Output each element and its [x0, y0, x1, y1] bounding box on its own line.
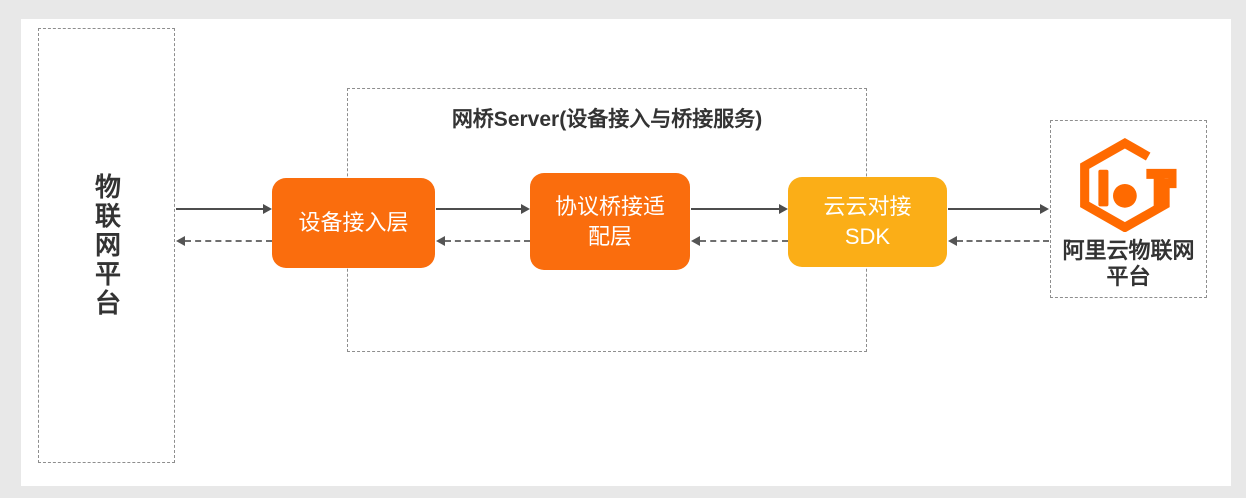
arrow-dashed-sdk-to-adapter-head	[691, 236, 700, 246]
arrow-solid-adapter-to-sdk-head	[779, 204, 788, 214]
arrow-dashed-adapter-to-access-line	[445, 240, 530, 242]
arrow-solid-sdk-to-aliyun-head	[1040, 204, 1049, 214]
device-access-layer-node: 设备接入层	[272, 178, 435, 268]
arrow-dashed-adapter-to-access-head	[436, 236, 445, 246]
arrow-solid-access-to-adapter-head	[521, 204, 530, 214]
arrow-solid-sdk-to-aliyun-line	[948, 208, 1040, 210]
arrow-solid-platform-to-access-line	[176, 208, 263, 210]
arrow-dashed-access-to-platform-line	[185, 240, 272, 242]
iot-platform-label: 物联网平台	[91, 173, 122, 318]
logo-hexagon-outline	[1079, 138, 1170, 232]
iot-platform-box: 物联网平台	[38, 28, 175, 463]
logo-letter-i	[1097, 169, 1108, 207]
aliyun-iot-logo-icon	[1079, 138, 1177, 232]
aliyun-iot-platform-label: 阿里云物联网 平台	[1062, 238, 1194, 290]
arrow-dashed-aliyun-to-sdk-head	[948, 236, 957, 246]
arrow-dashed-access-to-platform-head	[176, 236, 185, 246]
logo-letter-t	[1145, 168, 1177, 207]
arrow-dashed-sdk-to-adapter-line	[700, 240, 788, 242]
aliyun-iot-platform-label-line1: 阿里云物联网	[1062, 238, 1195, 263]
cloud-cloud-sdk-label-line1: 云云对接	[823, 194, 912, 219]
cloud-cloud-sdk-node: 云云对接 SDK	[788, 177, 947, 267]
protocol-bridge-adapter-label-line1: 协议桥接适	[554, 193, 665, 219]
arrow-solid-platform-to-access-head	[263, 204, 272, 214]
aliyun-iot-platform-label-line2: 平台	[1106, 264, 1151, 289]
arrow-dashed-aliyun-to-sdk-line	[957, 240, 1049, 242]
protocol-bridge-adapter-node: 协议桥接适 配层	[530, 173, 690, 270]
aliyun-iot-platform-box: 阿里云物联网 平台	[1050, 120, 1207, 298]
protocol-bridge-adapter-label-line2: 配层	[587, 223, 632, 249]
arrow-solid-access-to-adapter-line	[436, 208, 521, 210]
logo-letter-o	[1112, 183, 1137, 208]
cloud-cloud-sdk-label-line2: SDK	[844, 224, 891, 249]
device-access-layer-label: 设备接入层	[298, 210, 409, 235]
bridge-server-title: 网桥Server(设备接入与桥接服务)	[451, 108, 763, 131]
arrow-solid-adapter-to-sdk-line	[691, 208, 779, 210]
